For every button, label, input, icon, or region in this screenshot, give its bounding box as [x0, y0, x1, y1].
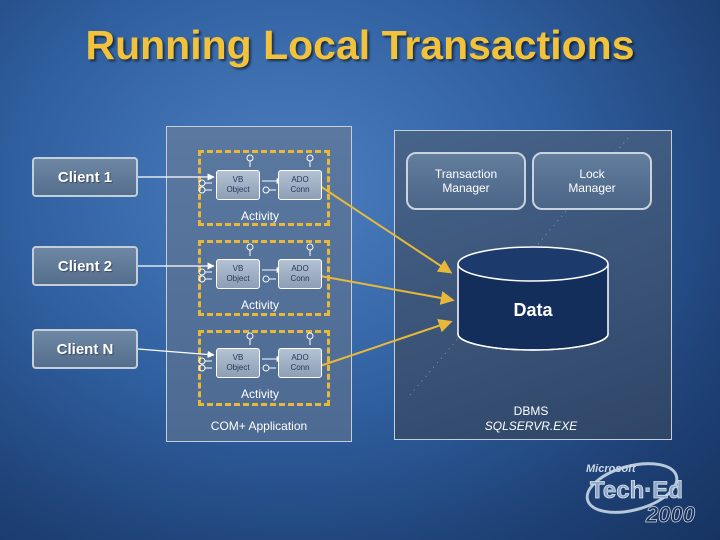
arrow-ado-2-to-data: [319, 275, 455, 305]
slide-title: Running Local Transactions: [85, 22, 635, 68]
svg-text:2000: 2000: [645, 502, 696, 527]
arrow-ado-n-to-data: [319, 318, 453, 367]
client-2-box: Client 2: [32, 246, 138, 286]
activity-label-2: Activity: [240, 298, 279, 312]
dbms-label: DBMS SQLSERVR.EXE: [484, 404, 578, 433]
database-cylinder-icon: [457, 246, 609, 351]
com-application-label: COM+ Application: [210, 419, 308, 433]
client-1-box: Client 1: [32, 157, 138, 197]
data-label: Data: [513, 300, 553, 320]
tech-ed-2000-logo: Microsoft Tech·Ed 2000: [585, 462, 696, 527]
client-n-box: Client N: [32, 329, 138, 369]
client-n-wire: [137, 348, 215, 359]
svg-text:Microsoft: Microsoft: [586, 463, 637, 475]
activity-label-3: Activity: [240, 387, 279, 401]
activity-label-1: Activity: [240, 209, 279, 223]
arrow-ado-1-to-transaction-manager: [319, 185, 453, 274]
svg-text:Tech·Ed: Tech·Ed: [590, 477, 683, 504]
